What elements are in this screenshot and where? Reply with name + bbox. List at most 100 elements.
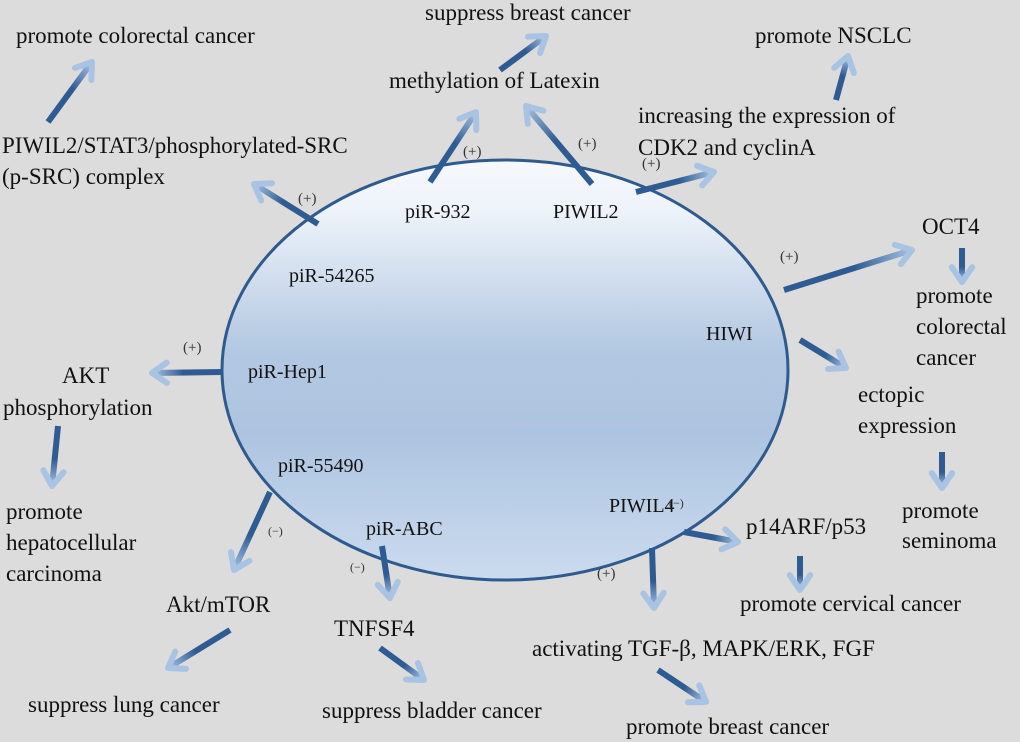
arrow-piwil2-to-cdk2 bbox=[635, 162, 717, 195]
node-piwil4: PIWIL4 bbox=[609, 495, 675, 517]
arrow-shaft bbox=[49, 425, 61, 487]
label-ectopic-line2: expression bbox=[858, 413, 957, 438]
label-promote-seminoma-line2: seminoma bbox=[902, 528, 997, 553]
arrow-head-icon bbox=[525, 33, 549, 57]
label-promote-seminoma-line1: promote bbox=[902, 498, 979, 523]
arrow-shaft bbox=[649, 547, 657, 609]
node-piwil2: PIWIL2 bbox=[553, 201, 619, 223]
arrow-p14arf-to-cervical bbox=[786, 556, 814, 593]
arrow-hep1-to-akt bbox=[149, 359, 223, 386]
arrow-shaft bbox=[378, 645, 426, 683]
arrow-shaft bbox=[656, 667, 708, 705]
arrow-shaft bbox=[252, 181, 320, 227]
arrow-shaft bbox=[683, 529, 739, 545]
arrow-piwil2-to-latexin bbox=[523, 103, 595, 186]
central-ellipse bbox=[220, 158, 790, 582]
arrow-shaft bbox=[523, 104, 595, 186]
arrow-piwil4-to-pathways bbox=[640, 547, 667, 611]
arrow-pir932-to-latexin bbox=[427, 109, 480, 184]
sign-plus-piR-932: (+) bbox=[463, 144, 481, 160]
arrow-head-icon bbox=[72, 59, 95, 83]
label-hcc-line1: promote bbox=[6, 499, 83, 524]
sign-minus-piR-abc: (−) bbox=[350, 560, 365, 574]
arrow-head-icon bbox=[227, 549, 253, 573]
arrows-layer bbox=[40, 33, 976, 706]
arrow-shaft bbox=[635, 169, 715, 195]
label-hcc-line2: hepatocellular bbox=[6, 530, 137, 555]
arrow-latexin-to-breast bbox=[498, 33, 549, 73]
arrow-head-icon bbox=[685, 682, 709, 706]
arrow-shaft bbox=[45, 60, 95, 124]
arrow-shaft bbox=[427, 110, 479, 184]
label-piwil2-complex-line1: PIWIL2/STAT3/phosphorylated-SRC bbox=[2, 133, 348, 158]
arrow-shaft bbox=[783, 247, 913, 293]
label-suppress-bladder-cancer: suppress bladder cancer bbox=[322, 698, 542, 723]
label-promote-nsclc: promote NSCLC bbox=[755, 23, 912, 48]
node-pir-55490: piR-55490 bbox=[278, 455, 364, 477]
arrow-head-icon bbox=[165, 648, 189, 672]
arrow-head-icon bbox=[948, 264, 976, 285]
arrow-complex-to-crc bbox=[45, 59, 95, 124]
label-promote-breast-cancer: promote breast cancer bbox=[626, 714, 829, 739]
label-cdk2-line2: CDK2 and cyclinA bbox=[638, 135, 816, 160]
arrow-shaft bbox=[231, 490, 273, 572]
arrow-head-icon bbox=[825, 348, 849, 372]
arrow-head-icon bbox=[149, 359, 170, 386]
arrow-head-icon bbox=[40, 467, 67, 489]
label-tnfsf4: TNFSF4 bbox=[334, 616, 415, 641]
arrow-head-icon bbox=[456, 109, 480, 133]
node-pir-hep1: piR-Hep1 bbox=[248, 361, 327, 383]
arrow-head-icon bbox=[928, 470, 956, 491]
label-promote-crc-right-line1: promote bbox=[916, 283, 993, 308]
label-activating-pathways: activating TGF-β, MAPK/ERK, FGF bbox=[532, 636, 875, 661]
sign-plus-piR-54265: (+) bbox=[298, 191, 316, 207]
label-oct4: OCT4 bbox=[922, 214, 980, 239]
label-akt-line1: AKT bbox=[62, 363, 109, 388]
arrow-head-icon bbox=[718, 526, 741, 553]
label-promote-crc-right-line3: cancer bbox=[916, 345, 976, 370]
node-pir-abc: piR-ABC bbox=[366, 518, 443, 540]
label-hcc-line3: carcinoma bbox=[6, 561, 102, 586]
label-promote-colorectal-cancer-top: promote colorectal cancer bbox=[16, 23, 255, 48]
arrow-pirabc-to-tnfsf4 bbox=[374, 545, 401, 601]
label-cdk2-line1: increasing the expression of bbox=[638, 103, 896, 128]
sign-plus-hiwi-oct4: (+) bbox=[780, 249, 798, 265]
arrow-head-icon bbox=[403, 660, 427, 683]
arrow-tnfsf4-to-bladder bbox=[378, 645, 427, 683]
arrow-head-icon bbox=[374, 578, 401, 601]
arrow-akt-to-hcc bbox=[40, 425, 67, 489]
label-ectopic-line1: ectopic bbox=[858, 382, 924, 407]
sign-plus-piwil2-latexin: (+) bbox=[578, 136, 596, 152]
arrow-head-icon bbox=[251, 180, 275, 204]
sign-plus-piwil4-pathways: (+) bbox=[597, 566, 615, 582]
label-suppress-lung-cancer: suppress lung cancer bbox=[28, 692, 220, 717]
arrow-shaft bbox=[151, 369, 223, 376]
arrow-ectopic-to-seminoma bbox=[928, 452, 956, 491]
arrow-cdk2-to-nsclc bbox=[831, 53, 857, 101]
sign-plus-piwil2-cdk2: (+) bbox=[642, 156, 660, 172]
arrow-head-icon bbox=[831, 53, 857, 77]
label-methylation-latexin: methylation of Latexin bbox=[389, 68, 600, 93]
node-pir-54265: piR-54265 bbox=[289, 265, 375, 287]
arrow-head-icon bbox=[694, 162, 717, 189]
label-p14arf-p53: p14ARF/p53 bbox=[746, 514, 866, 539]
node-hiwi: HIWI bbox=[706, 323, 753, 345]
sign-minus-piwil4: (−) bbox=[669, 496, 684, 510]
arrow-shaft bbox=[833, 55, 851, 101]
arrow-head-icon bbox=[786, 572, 814, 593]
arrow-head-icon bbox=[523, 103, 547, 127]
arrow-aktmtor-to-lung bbox=[165, 627, 232, 672]
label-akt-mtor: Akt/mTOR bbox=[166, 592, 271, 617]
arrow-hiwi-to-ectopic bbox=[798, 337, 849, 372]
label-suppress-breast-cancer: suppress breast cancer bbox=[425, 0, 631, 25]
label-piwil2-complex-line2: (p-SRC) complex bbox=[2, 164, 165, 189]
arrow-shaft bbox=[798, 337, 848, 371]
label-promote-cervical-cancer: promote cervical cancer bbox=[740, 591, 961, 616]
arrow-pathways-to-breast bbox=[656, 667, 709, 706]
arrow-piwil4-to-p14arf bbox=[683, 526, 741, 553]
sign-minus-piR-55490: (−) bbox=[268, 524, 283, 538]
sign-plus-piR-hep1: (+) bbox=[183, 340, 201, 356]
arrow-head-icon bbox=[640, 589, 667, 611]
label-promote-crc-right-line2: colorectal bbox=[916, 314, 1007, 339]
